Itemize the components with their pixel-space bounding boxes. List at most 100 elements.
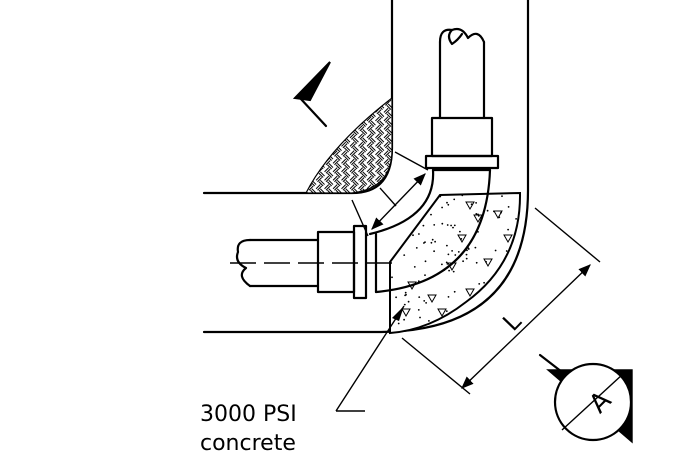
aggregate-dot <box>505 250 508 252</box>
aggregate-dot <box>457 251 460 253</box>
aggregate-stone <box>493 210 503 220</box>
vertical-pipe <box>424 27 500 170</box>
aggregate-dot <box>446 224 449 226</box>
aggregate-dot <box>441 263 443 266</box>
section-marker: A <box>538 353 633 444</box>
aggregate-dot <box>465 253 468 256</box>
aggregate-dot <box>425 302 427 304</box>
aggregate-dot <box>475 261 478 264</box>
aggregate-dot <box>431 195 434 197</box>
aggregate-dot <box>454 254 457 256</box>
aggregate-dot <box>415 247 418 249</box>
aggregate-dot <box>510 279 513 281</box>
aggregate-dot <box>515 237 517 240</box>
aggregate-dot <box>395 296 397 299</box>
aggregate-stone <box>503 234 513 244</box>
aggregate-dot <box>405 222 408 225</box>
aggregate-dot <box>407 300 410 303</box>
aggregate-dot <box>453 198 456 201</box>
aggregate-dot <box>388 242 390 244</box>
aggregate-dot <box>398 194 400 196</box>
aggregate-dot <box>409 331 412 333</box>
callout-line-1: 3000 PSI <box>200 402 297 427</box>
aggregate-dot <box>398 214 401 217</box>
aggregate-dot <box>505 293 508 296</box>
aggregate-dot <box>487 302 490 304</box>
aggregate-dot <box>448 315 450 317</box>
aggregate-dot <box>508 287 511 290</box>
aggregate-dot <box>453 290 456 293</box>
aggregate-dot <box>494 249 497 252</box>
aggregate-stone <box>465 201 475 211</box>
aggregate-dot <box>479 295 481 298</box>
aggregate-dot <box>424 274 426 276</box>
l-dimension-label: L <box>497 307 527 337</box>
aggregate-dot <box>459 309 461 311</box>
aggregate-dot <box>462 260 464 263</box>
aggregate-dot <box>448 269 450 272</box>
aggregate-dot <box>461 194 464 197</box>
aggregate-dot <box>404 291 407 294</box>
section-flag-icon <box>292 61 331 102</box>
aggregate-dot <box>419 316 421 319</box>
aggregate-dot <box>430 213 432 216</box>
concrete-leader <box>335 305 405 412</box>
aggregate-dot <box>405 293 407 296</box>
horizontal-pipe <box>230 224 396 300</box>
l-extension-bottom <box>401 337 471 395</box>
aggregate-dot <box>409 196 412 199</box>
aggregate-dot <box>448 328 451 331</box>
aggregate-dot <box>403 303 406 306</box>
aggregate-dot <box>394 243 396 246</box>
aggregate-dot <box>409 193 412 194</box>
section-flag-stem <box>298 96 328 128</box>
aggregate-dot <box>501 195 503 198</box>
aggregate-dot <box>403 318 405 321</box>
aggregate-dot <box>422 224 425 227</box>
aggregate-dot <box>446 201 448 204</box>
aggregate-dot <box>433 224 436 226</box>
aggregate-dot <box>410 198 413 201</box>
aggregate-dot <box>460 331 462 333</box>
aggregate-dot <box>507 228 509 231</box>
aggregate-dot <box>423 300 426 302</box>
aggregate-dot <box>390 213 393 215</box>
aggregate-dot <box>474 246 477 249</box>
aggregate-dot <box>447 296 450 298</box>
aggregate-dot <box>516 277 518 280</box>
aggregate-dot <box>413 266 416 268</box>
undisturbed-soil-hatch <box>305 96 393 194</box>
l-extension-top <box>534 207 601 263</box>
aggregate-dot <box>417 309 420 311</box>
aggregate-dot <box>517 269 520 272</box>
l-dimension-line <box>461 264 591 389</box>
aggregate-dot <box>439 195 442 198</box>
aggregate-stone <box>457 234 467 244</box>
aggregate-dot <box>475 213 478 215</box>
aggregate-dot <box>515 218 517 220</box>
aggregate-dot <box>502 328 504 331</box>
callout-line-2: concrete <box>200 431 296 456</box>
clearance-tick <box>379 187 397 207</box>
aggregate-stone <box>437 308 447 318</box>
aggregate-dot <box>433 250 435 253</box>
aggregate-dot <box>418 296 421 298</box>
aggregate-dot <box>447 253 450 256</box>
aggregate-dot <box>430 241 433 244</box>
aggregate-dot <box>412 234 414 237</box>
aggregate-dot <box>507 206 510 208</box>
aggregate-dot <box>447 203 450 206</box>
aggregate-dot <box>424 260 427 263</box>
aggregate-stone <box>427 294 437 304</box>
aggregate-dot <box>465 328 468 330</box>
aggregate-dot <box>431 238 434 241</box>
aggregate-dot <box>475 202 477 204</box>
aggregate-dot <box>459 230 461 233</box>
aggregate-dot <box>445 310 448 312</box>
aggregate-dot <box>428 320 430 322</box>
aggregate-dot <box>452 226 454 229</box>
clearance-dimension <box>371 173 426 230</box>
aggregate-dot <box>478 283 481 285</box>
